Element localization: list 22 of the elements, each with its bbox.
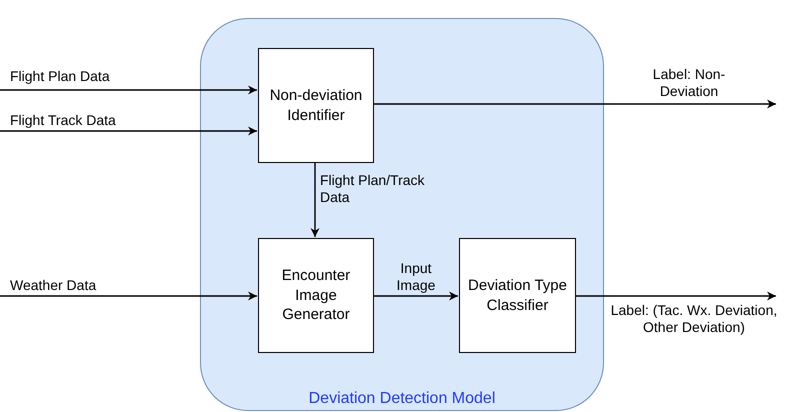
container-title: Deviation Detection Model — [308, 390, 496, 408]
arrow — [373, 100, 776, 108]
edge-label: Weather Data — [10, 277, 98, 294]
box-text: Non-deviation Identifier — [268, 86, 364, 125]
process-box — [258, 48, 374, 163]
process-box — [459, 238, 576, 353]
edge-label: Flight Plan/Track Data — [320, 172, 426, 206]
edge-label: Label: (Tac. Wx. Deviation, Other Deviation) — [610, 302, 778, 336]
arrow — [310, 162, 320, 237]
arrow — [575, 292, 776, 300]
arrow — [373, 292, 458, 300]
arrow — [0, 126, 257, 136]
edge-label: Input Image — [396, 260, 436, 294]
arrow — [0, 292, 257, 300]
box-text: Deviation Type Classifier — [467, 276, 568, 315]
edge-label: Flight Track Data — [10, 112, 117, 129]
box-text: Encounter Image Generator — [280, 266, 352, 325]
edge-label: Label: Non-Deviation — [652, 66, 726, 100]
model-container — [200, 18, 604, 411]
edge-label: Flight Plan Data — [10, 68, 111, 85]
process-box — [258, 238, 374, 353]
arrow — [0, 86, 257, 94]
